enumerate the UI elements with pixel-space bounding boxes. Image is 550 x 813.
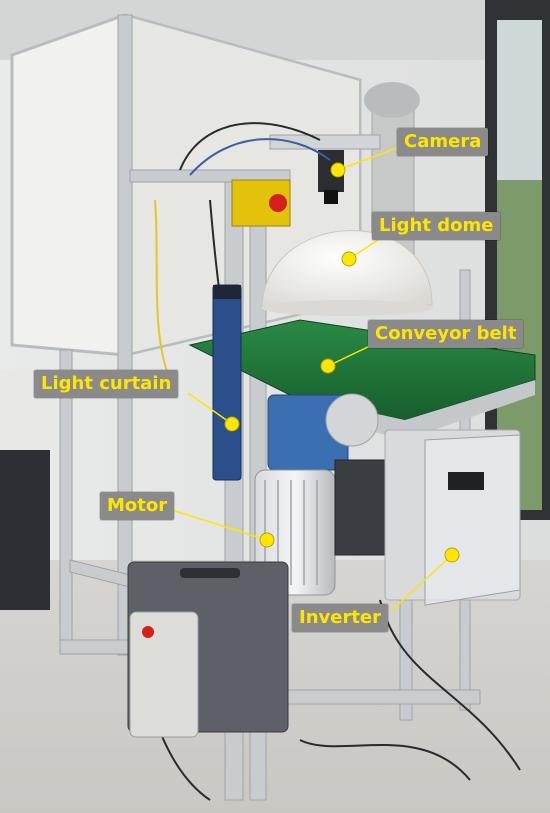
inverter-display [448, 472, 484, 490]
controller-handle [180, 568, 240, 578]
side-cabinet [0, 450, 50, 610]
safety-button [269, 194, 287, 212]
conveyor-belt-marker [320, 358, 336, 374]
motor-label: Motor [100, 492, 175, 520]
camera-marker [330, 162, 346, 178]
motor-marker [259, 532, 275, 548]
light-dome-marker [341, 251, 357, 267]
camera-lens [324, 190, 338, 204]
motor-fins [264, 480, 318, 585]
electrical-cabinet [334, 459, 391, 556]
window-glass-sky [497, 20, 542, 180]
pendant-stop-button [142, 626, 154, 638]
light-curtain-label: Light curtain [34, 370, 179, 398]
light-curtain-marker [224, 416, 240, 432]
gearbox-flange [325, 393, 379, 447]
teach-pendant [129, 611, 199, 738]
callout-markers [224, 162, 460, 563]
camera-bracket [269, 134, 381, 150]
inverter-marker [444, 547, 460, 563]
light-curtain [212, 284, 242, 481]
conveyor-belt-label: Conveyor belt [368, 320, 524, 348]
light-dome [261, 230, 433, 311]
robot-arm-joint [364, 82, 420, 118]
inverter-cover [424, 434, 521, 606]
light-dome-label: Light dome [372, 212, 501, 240]
light-curtain-cap [213, 285, 241, 299]
inverter-label: Inverter [292, 604, 389, 632]
camera-label: Camera [397, 128, 489, 156]
light-dome-rim [261, 300, 433, 316]
